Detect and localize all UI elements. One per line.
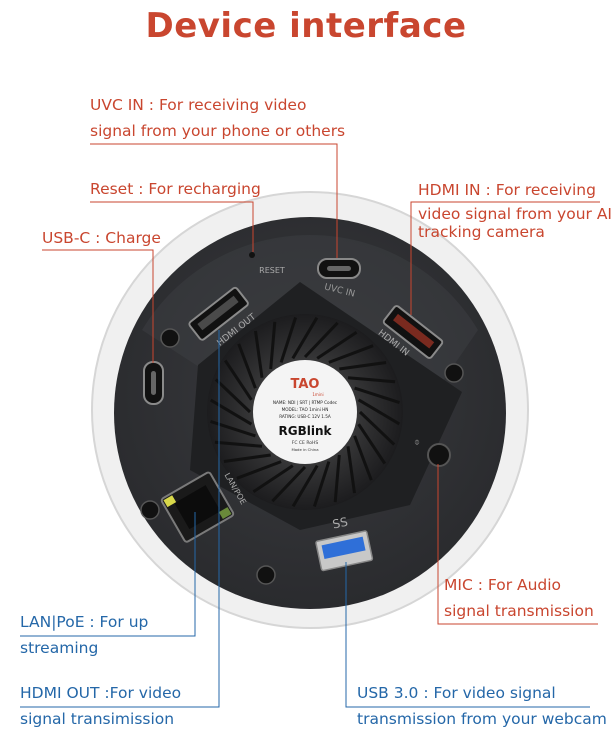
screw-bottom-right xyxy=(256,565,276,585)
fan-blade xyxy=(303,321,339,359)
brand-sub: 1mini xyxy=(312,392,323,397)
fan-blade xyxy=(236,460,282,480)
fan-blade xyxy=(312,461,331,507)
leader-usbc xyxy=(42,249,154,363)
fan-blade xyxy=(357,398,401,426)
fan-blade xyxy=(358,410,396,446)
label-reset: Reset : For recharging xyxy=(90,180,261,198)
fan-blades xyxy=(209,316,401,508)
page-title: Device interface xyxy=(145,6,467,46)
spec-name: NAME: NDI | SRT | RTMP Codec xyxy=(273,400,338,405)
usb3-port xyxy=(315,530,374,572)
fan-hub xyxy=(253,360,357,464)
fan-blade xyxy=(254,330,264,378)
lan-port xyxy=(160,471,235,543)
leader-mic xyxy=(437,464,598,625)
leader-reset xyxy=(90,201,254,252)
label-usbc: USB-C : Charge xyxy=(42,229,161,247)
spec-model: MODEL: TAO 1mini HN xyxy=(282,407,329,412)
fan-blade xyxy=(223,453,271,463)
hdmi-in-port xyxy=(382,305,444,359)
screw-top-left xyxy=(160,328,180,348)
label-uvc-in: UVC IN : For receiving video signal from… xyxy=(90,96,346,140)
label-usb3: USB 3.0 : For video signal transmission … xyxy=(357,684,607,728)
leader-usb3 xyxy=(345,562,590,708)
leader-lines-blue xyxy=(20,330,590,708)
fan-blade xyxy=(291,316,319,360)
hdmi-out-port xyxy=(188,286,249,341)
fan-blade xyxy=(347,376,396,384)
reset-pinhole xyxy=(249,252,255,258)
mic-icon: ⌽ xyxy=(414,437,420,448)
fan-blade xyxy=(353,435,373,481)
fan-blade xyxy=(346,446,356,494)
leader-uvc xyxy=(90,143,338,258)
brand-name: RGBlink xyxy=(279,424,333,438)
label-mic: MIC : For Audio signal transmission xyxy=(444,576,594,620)
fan-blade xyxy=(316,330,358,360)
mic-hole xyxy=(427,443,451,467)
leader-lines-orange xyxy=(42,143,600,625)
usb3-port-label: SS xyxy=(331,515,349,532)
screws xyxy=(140,328,464,585)
fan-blade xyxy=(210,419,256,438)
fan-blade xyxy=(237,343,257,389)
label-hdmi-out: HDMI OUT :For video signal transimission xyxy=(20,684,182,728)
leader-hdmi-in xyxy=(410,201,600,315)
fan-blade xyxy=(279,317,298,363)
made-in: Made in China xyxy=(291,447,318,452)
fan-blade xyxy=(214,378,252,414)
brand-logo: TAO xyxy=(291,377,320,392)
fan-blade xyxy=(291,464,319,508)
leader-hdmi-out xyxy=(20,330,220,708)
fan-blade xyxy=(223,359,253,401)
fan-blade xyxy=(339,361,387,371)
fan-blade xyxy=(252,464,294,494)
fan-blade xyxy=(328,344,374,364)
cert-marks: FC CE RoHS xyxy=(292,440,319,446)
leader-lan xyxy=(20,512,196,637)
spec-rating: RATING: USB-C 12V 1.5A xyxy=(279,414,331,419)
fan-blade xyxy=(269,321,277,370)
reset-port-label: RESET xyxy=(259,266,285,275)
fan-blade xyxy=(333,454,341,503)
fan-blade xyxy=(357,423,387,465)
screw-bottom-left xyxy=(140,500,160,520)
screw-top-right xyxy=(444,363,464,383)
fan-blade xyxy=(271,465,307,503)
label-hdmi-in: HDMI IN : For receiving video signal fro… xyxy=(418,181,612,241)
fan-blade xyxy=(209,398,253,426)
fan-blade xyxy=(214,440,263,448)
fan-blade xyxy=(354,386,400,405)
label-lan: LAN|PoE : For up streaming xyxy=(20,613,149,657)
